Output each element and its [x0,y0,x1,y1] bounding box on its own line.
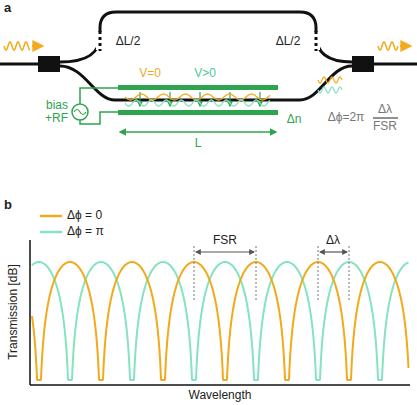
output-light [378,42,398,50]
length-label: ΔL/2 [116,35,141,48]
guide-line [194,246,195,300]
legend-text: Δϕ = 0 [67,209,102,222]
length-arrow [120,131,276,133]
out-wave [318,77,342,83]
length-label: L [195,137,202,150]
delta-l-segment [315,31,318,51]
transmission-curve [32,262,409,380]
axis-title: Transmission [dB] [7,264,20,360]
dl-arrow [320,251,347,252]
gap [96,32,104,50]
gap [312,32,320,50]
input-waveguide [0,63,38,66]
guide-line [349,246,350,300]
coupler [352,56,374,72]
guide-line [256,246,257,300]
phase-formula: FSR [373,120,397,133]
electrode [118,85,278,90]
period-label: FSR [213,234,237,247]
axis-title: Wavelength [189,389,252,402]
light-arrow [32,45,42,47]
voltage-label: V=0 [139,67,161,80]
length-label: ΔL/2 [276,35,301,48]
fraction-bar [373,118,398,119]
legend-text: Δϕ = π [67,225,104,238]
wave-v0 [125,94,270,100]
source-symbol [74,110,86,115]
phase-formula: Δλ [378,103,392,116]
delta-l-segment [99,31,102,51]
source-label: bias +RF [36,99,68,125]
legend-sample [40,231,62,234]
y-axis [29,240,31,385]
legend-sample [40,215,62,218]
guide-line [318,246,319,300]
panel-letter: a [4,1,11,15]
electrode [118,110,278,115]
input-light [4,42,30,50]
wave-vpos [125,100,270,106]
fsr-arrow [196,251,254,252]
out-wave [318,87,342,93]
x-axis [30,384,410,386]
light-arrow [400,45,410,47]
panel-letter: b [4,198,12,212]
index-label: Δn [287,113,302,126]
coupler [38,56,60,72]
shift-label: Δλ [326,234,340,247]
transmission-curve [32,262,409,380]
voltage-label: V>0 [194,67,216,80]
upper-arm [60,12,352,62]
wire [80,88,118,104]
phase-formula: Δϕ=2π [328,111,365,124]
output-waveguide [374,63,417,66]
voltage-source [72,104,88,120]
lower-arm [60,66,352,100]
